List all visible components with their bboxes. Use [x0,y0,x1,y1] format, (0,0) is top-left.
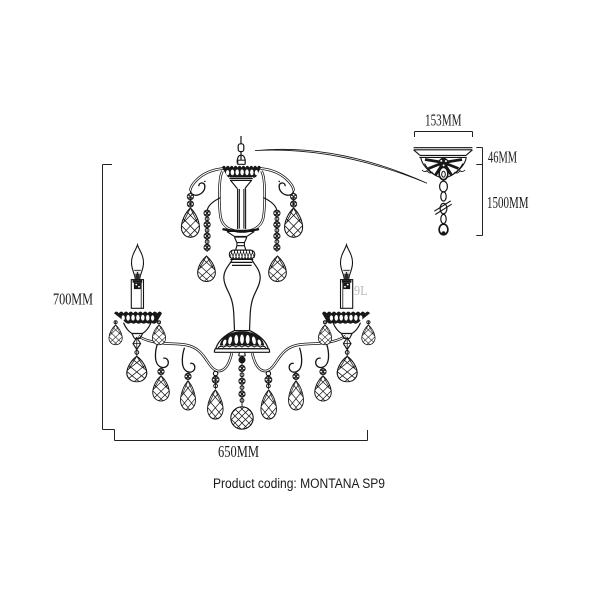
svg-text:650MM: 650MM [218,442,259,461]
svg-text:1500MM: 1500MM [487,193,529,212]
svg-text:700MM: 700MM [53,290,93,309]
svg-text:153MM: 153MM [425,111,462,130]
svg-text:46MM: 46MM [488,148,517,167]
svg-text:Product coding: MONTANA SP9: Product coding: MONTANA SP9 [213,476,385,491]
svg-text:9L: 9L [354,283,368,298]
